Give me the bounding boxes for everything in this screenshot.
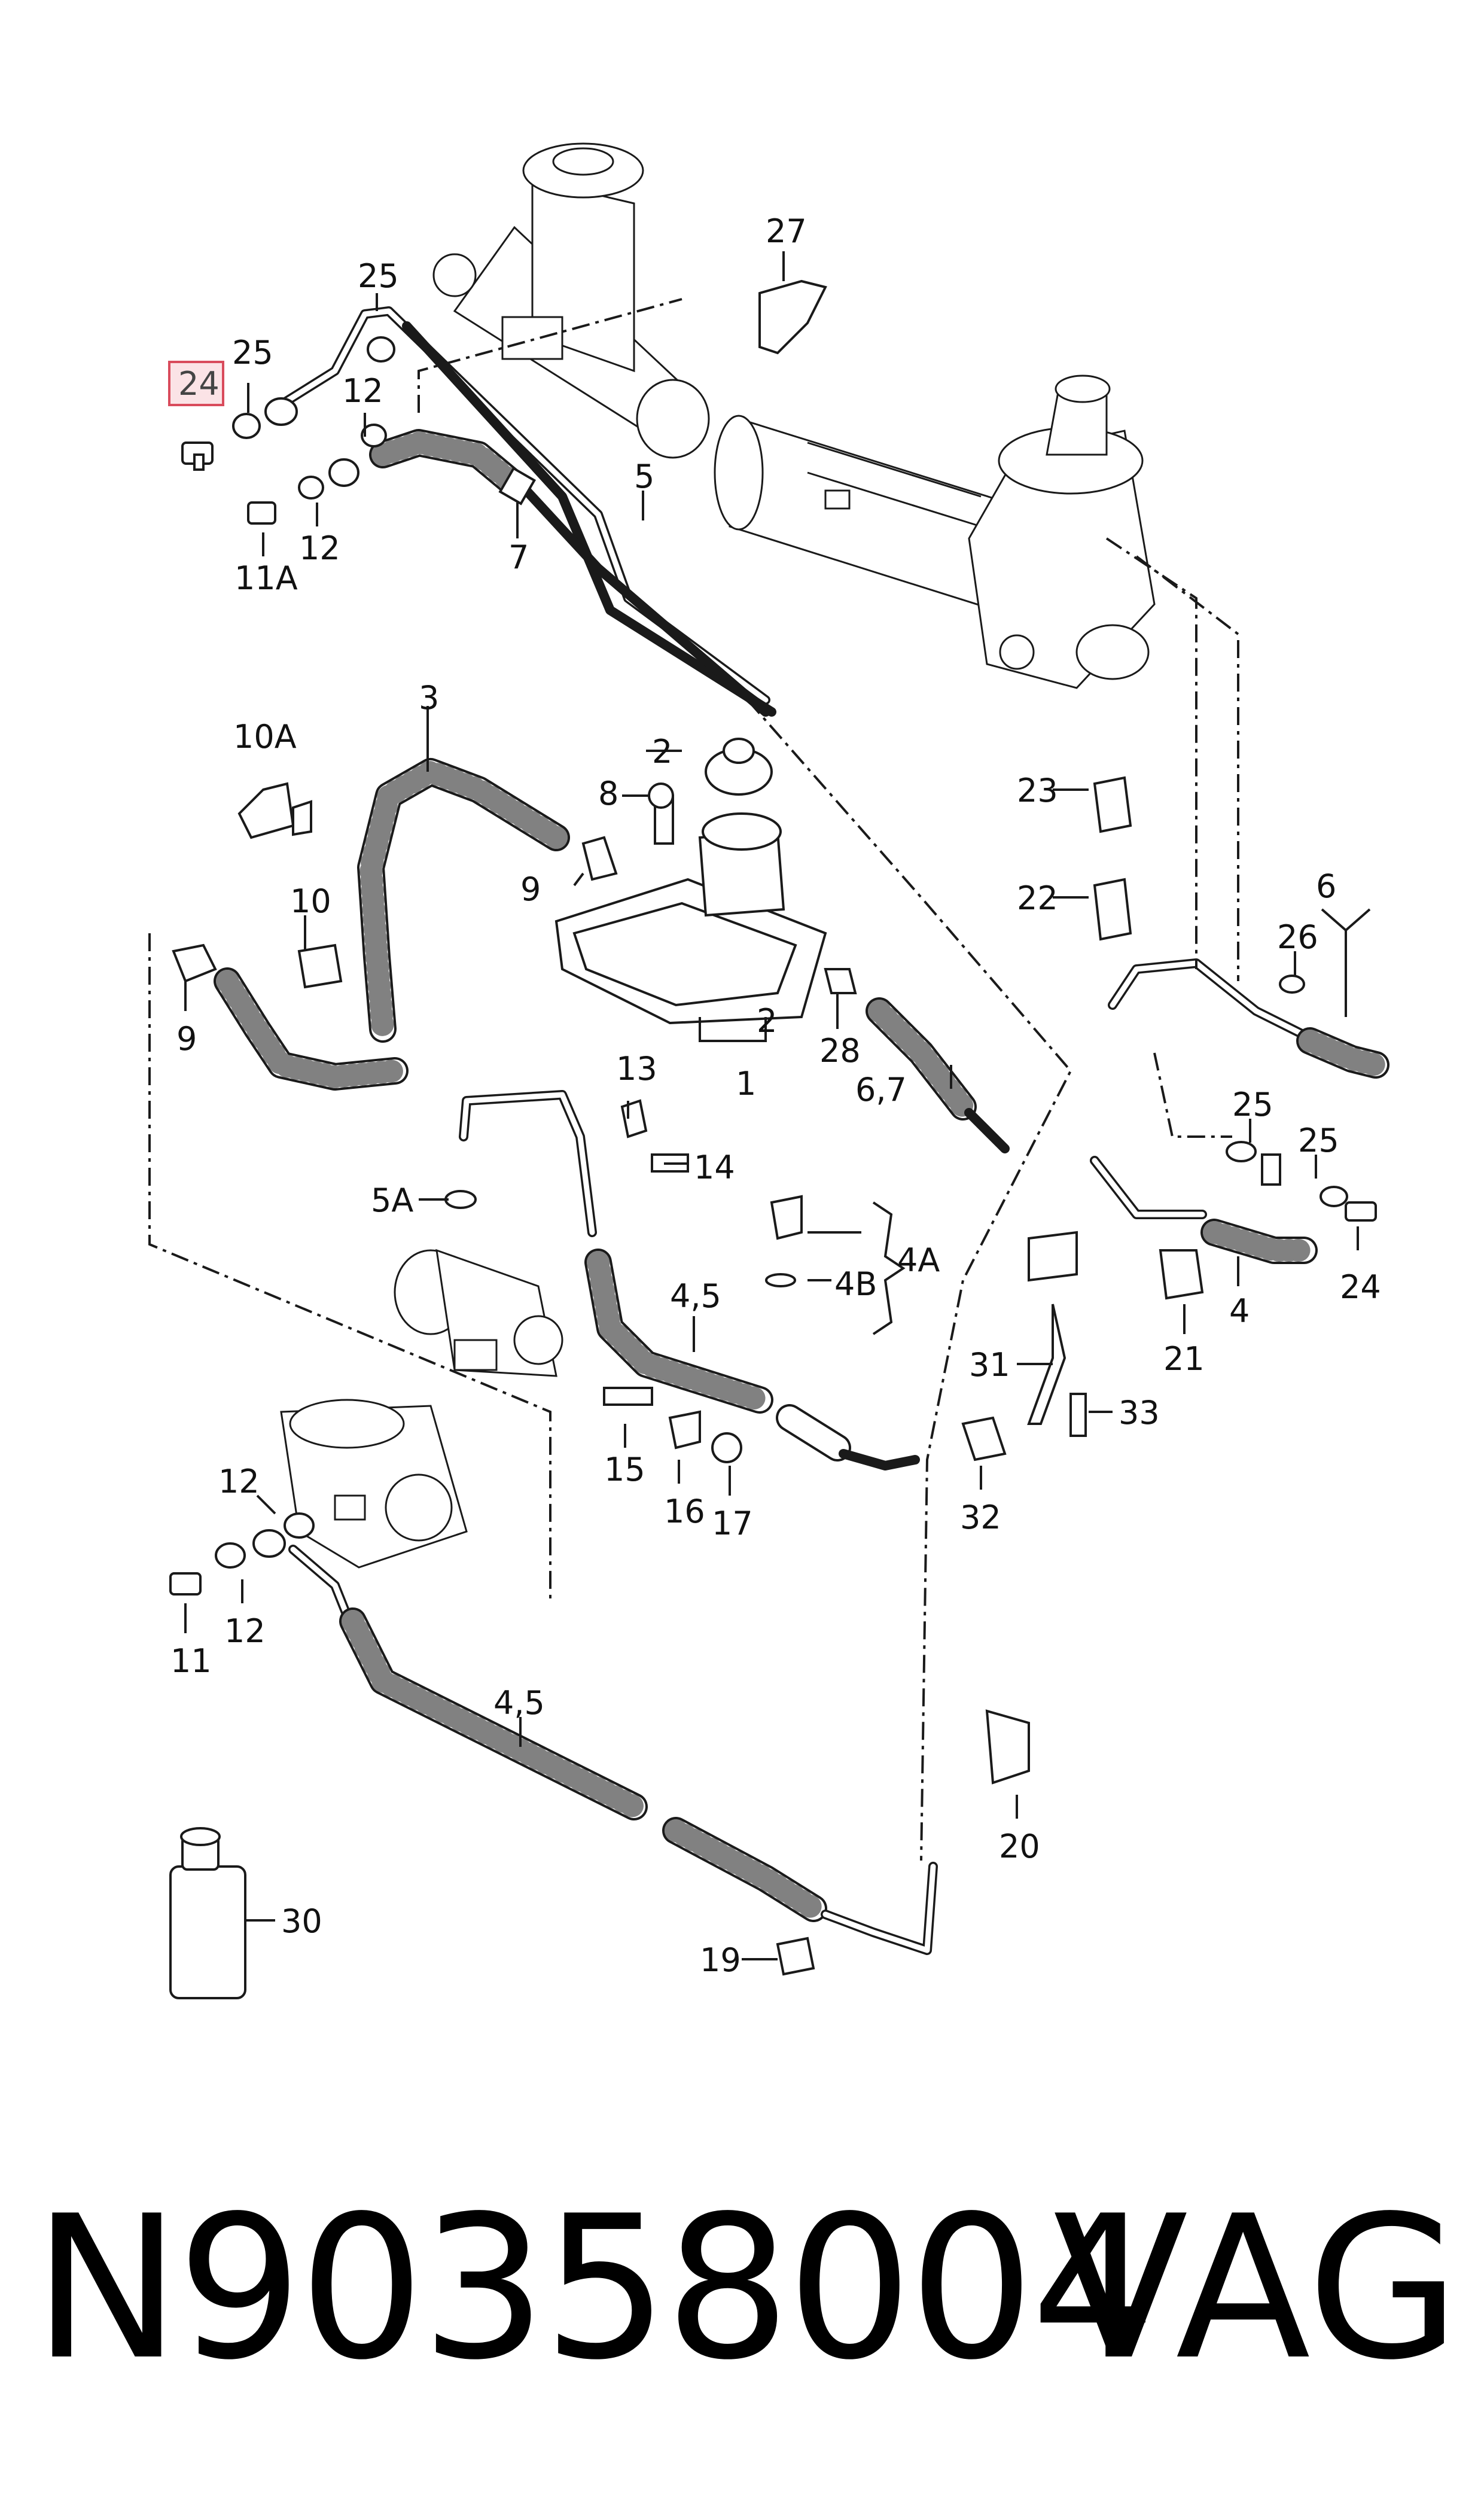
part-number: N90358004 (33, 2173, 1157, 2403)
callout-16[interactable]: 16 (664, 1493, 705, 1530)
callout-19[interactable]: 19 (700, 1941, 741, 1979)
callout-4[interactable]: 4 (1229, 1292, 1250, 1330)
callout-5[interactable]: 5 (634, 458, 654, 495)
bolt-washer-cluster-top-left (181, 336, 395, 525)
callout-25[interactable]: 25 (1298, 1122, 1339, 1159)
leader-lines (184, 251, 1371, 1960)
callout-10A[interactable]: 10A (233, 718, 297, 756)
callout-27[interactable]: 27 (766, 212, 807, 250)
callout-9[interactable]: 9 (520, 870, 541, 908)
hose-6-7 (866, 997, 1010, 1153)
callout-23[interactable]: 23 (1017, 772, 1058, 809)
highlight-box (168, 361, 224, 406)
return-hose-upper (369, 429, 770, 717)
callout-28[interactable]: 28 (819, 1032, 861, 1070)
pressure-pipe-mid (459, 1090, 920, 1470)
callout-2[interactable]: 2 (757, 1002, 777, 1040)
callout-4B[interactable]: 4B (834, 1265, 877, 1303)
hydraulic-fluid-bottle (169, 1827, 246, 1999)
master-cylinder-illustration (432, 142, 710, 459)
callout-15[interactable]: 15 (604, 1451, 645, 1488)
callout-1[interactable]: 1 (736, 1065, 756, 1103)
callout-31[interactable]: 31 (969, 1346, 1010, 1384)
callout-22[interactable]: 22 (1017, 879, 1058, 917)
callout-12[interactable]: 12 (342, 372, 383, 410)
callout-12[interactable]: 12 (224, 1612, 266, 1650)
clip-27 (758, 279, 827, 355)
fluid-reservoir (554, 738, 827, 1025)
callout-10[interactable]: 10 (290, 882, 331, 920)
callout-32[interactable]: 32 (960, 1499, 1001, 1536)
callout-8[interactable]: 8 (598, 775, 618, 812)
callout-4-5[interactable]: 4,5 (670, 1277, 721, 1315)
callout-7[interactable]: 7 (508, 538, 529, 576)
callout-25[interactable]: 25 (1232, 1086, 1273, 1123)
connection-lines (148, 298, 1239, 1861)
brackets-and-clips (169, 776, 1377, 1976)
callout-21[interactable]: 21 (1163, 1340, 1205, 1378)
steering-rack-illustration (714, 374, 1156, 689)
callout-13[interactable]: 13 (616, 1050, 657, 1088)
callout-11A[interactable]: 11A (234, 559, 298, 597)
callout-3[interactable]: 3 (419, 679, 439, 717)
callout-6[interactable]: 6 (1316, 867, 1336, 905)
callout-6-7[interactable]: 6,7 (855, 1071, 907, 1109)
callout-labels: 24 25 25 12 11A 12 7 5 27 3 10A 2 8 9 10… (170, 212, 1381, 1979)
callout-2[interactable]: 2 (652, 733, 672, 771)
pump-assembly-upper (394, 1249, 563, 1377)
callout-11[interactable]: 11 (170, 1642, 212, 1680)
callout-12[interactable]: 12 (299, 529, 340, 567)
callout-4-5[interactable]: 4,5 (493, 1684, 545, 1722)
callout-17[interactable]: 17 (712, 1505, 753, 1542)
pump-assembly-lower (280, 1399, 468, 1569)
brand-name: VAG (1053, 2173, 1460, 2403)
callout-24-highlighted[interactable]: 24 (178, 365, 220, 403)
callout-24[interactable]: 24 (1340, 1268, 1381, 1306)
pressure-pipe-right (1090, 958, 1389, 1264)
callout-25[interactable]: 25 (232, 334, 273, 372)
exploded-parts-diagram: 24 25 25 12 11A 12 7 5 27 3 10A 2 8 9 10… (148, 142, 1389, 1999)
callout-26[interactable]: 26 (1277, 918, 1318, 956)
callout-14[interactable]: 14 (694, 1149, 735, 1186)
callout-4A[interactable]: 4A (897, 1241, 940, 1279)
suction-hose-3 (214, 758, 570, 1091)
callout-20[interactable]: 20 (999, 1828, 1040, 1865)
callout-5A[interactable]: 5A (371, 1182, 413, 1219)
pressure-pipe-lower (288, 1545, 938, 1955)
callout-12[interactable]: 12 (218, 1463, 260, 1500)
footer: N90358004 VAG (0, 2178, 1484, 2489)
callout-25[interactable]: 25 (358, 257, 399, 295)
callout-9[interactable]: 9 (176, 1020, 197, 1058)
callout-33[interactable]: 33 (1119, 1394, 1160, 1432)
callout-30[interactable]: 30 (281, 1902, 322, 1940)
